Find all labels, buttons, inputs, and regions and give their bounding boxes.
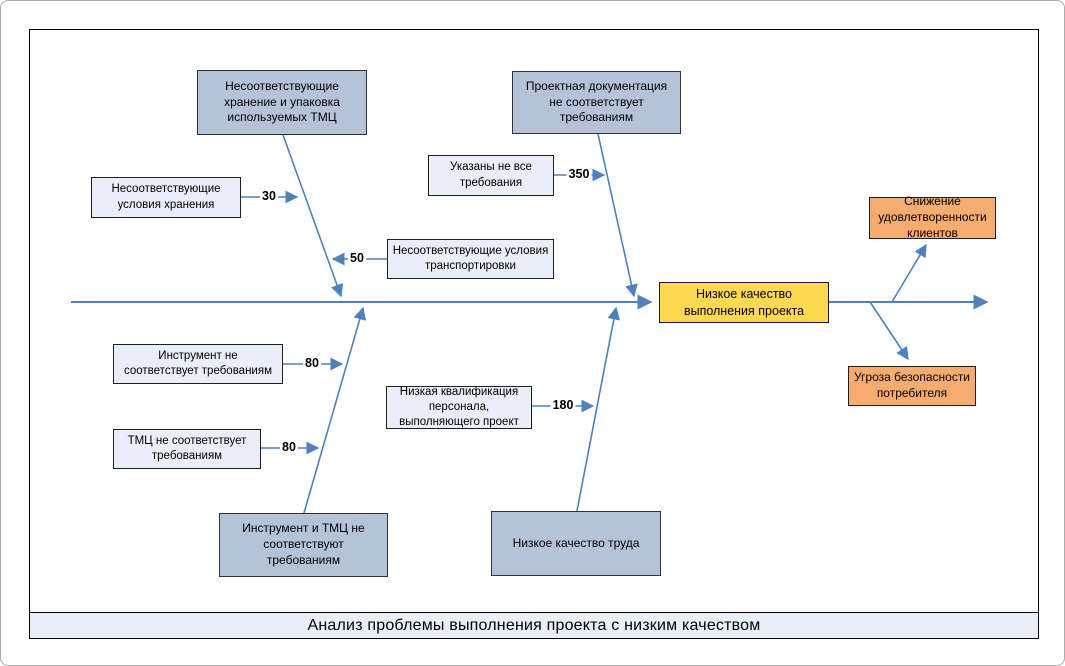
cause-box-tools-noncompliant: Инструмент не соответствует требованиям xyxy=(113,344,283,384)
cause-value-label: 180 xyxy=(550,398,576,413)
cause-box-missing-requirements: Указаны не все требования xyxy=(428,155,554,196)
category-box-tools-materials: Инструмент и ТМЦ не соответствуют требов… xyxy=(219,513,388,577)
branch-customer-satisfaction xyxy=(891,243,927,303)
cause-box-materials-noncompliant: ТМЦ не соответствует требованиям xyxy=(113,429,261,469)
effect-box-customer-satisfaction: Снижение удовлетворенности клиентов xyxy=(869,194,996,240)
diagram-title-bar: Анализ проблемы выполнения проекта с низ… xyxy=(29,612,1039,639)
bone-project-documentation xyxy=(597,133,638,298)
diagram-title: Анализ проблемы выполнения проекта с низ… xyxy=(307,616,761,634)
cause-value-label: 50 xyxy=(348,251,366,266)
category-box-low-labor-quality: Низкое качество труда xyxy=(491,511,661,576)
bone-low-labor-quality xyxy=(576,306,621,512)
branch-consumer-safety xyxy=(869,301,909,361)
cause-box-low-qualification: Низкая квалификация персонала, выполняющ… xyxy=(386,386,532,429)
cause-value-label: 80 xyxy=(280,440,298,455)
bone-storage-packaging xyxy=(282,134,344,298)
cause-box-storage-conditions: Несоответствующие условия хранения xyxy=(91,177,241,218)
cause-value-label: 80 xyxy=(303,356,321,371)
problem-box: Низкое качество выполнения проекта xyxy=(659,282,829,323)
cause-value-label: 30 xyxy=(260,189,278,204)
category-box-project-documentation: Проектная документация не соответствует … xyxy=(512,71,681,134)
cause-value-label: 350 xyxy=(566,167,592,182)
category-box-storage-packaging: Несоответствующие хранение и упаковка ис… xyxy=(197,70,367,135)
cause-box-transport-conditions: Несоответствующие условия транспортировк… xyxy=(387,239,554,279)
effect-box-consumer-safety: Угроза безопасности потребителя xyxy=(848,366,976,406)
bone-tools-materials xyxy=(303,306,366,514)
